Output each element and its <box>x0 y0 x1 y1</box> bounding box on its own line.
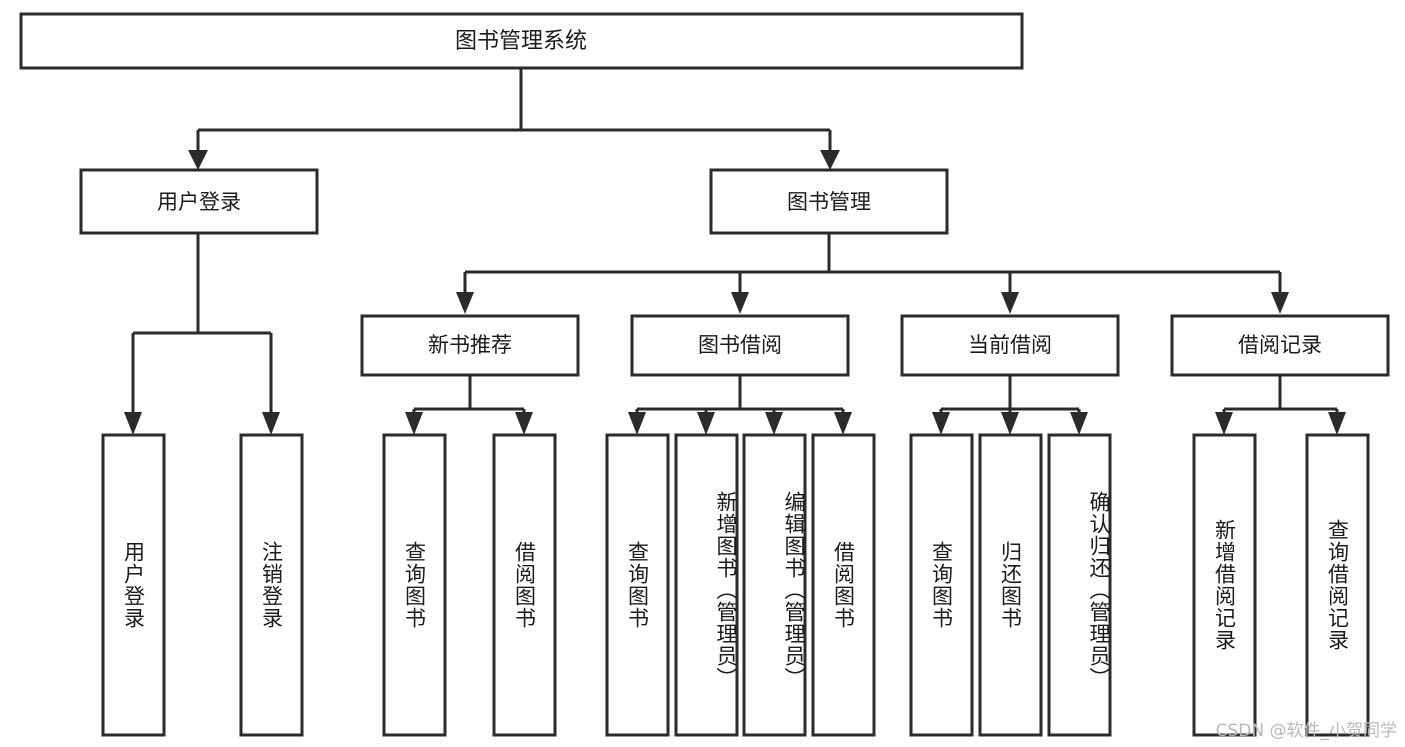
node-leaf-add-record-box[interactable] <box>1192 433 1257 737</box>
node-borrow-record-label: 借阅记录 <box>1238 333 1322 357</box>
node-new-book-recommend-label: 新书推荐 <box>428 333 512 357</box>
arrowhead-leaf-query-book-3 <box>932 412 950 435</box>
arrowhead-leaf-user-login <box>124 412 142 435</box>
node-new-book-recommend[interactable]: 新书推荐 <box>360 314 580 377</box>
node-leaf-confirm-return-box[interactable] <box>1047 433 1112 737</box>
node-borrow-record[interactable]: 借阅记录 <box>1170 314 1390 377</box>
node-leaf-query-book-3-box[interactable] <box>909 433 974 737</box>
arrowhead-leaf-confirm-return <box>1070 412 1088 435</box>
node-root-box[interactable] <box>19 12 1024 70</box>
node-leaf-user-logout-box[interactable] <box>239 433 304 737</box>
node-book-borrow-box[interactable] <box>630 314 850 377</box>
arrowhead-new-book-recommend <box>456 292 474 314</box>
connector-group-book-borrow <box>628 375 852 435</box>
connector-group-new-book-recommend <box>405 375 533 435</box>
arrowhead-leaf-borrow-book-1 <box>515 412 533 435</box>
node-new-book-recommend-box[interactable] <box>360 314 580 377</box>
leaf-boxes-group <box>101 433 1370 737</box>
arrowhead-leaf-user-logout <box>262 412 280 435</box>
node-book-management-box[interactable] <box>709 168 949 235</box>
arrowhead-current-borrow <box>1001 292 1019 314</box>
arrowhead-leaf-query-book-2 <box>628 412 646 435</box>
node-leaf-edit-book-box[interactable] <box>742 433 807 737</box>
node-leaf-add-book-box[interactable] <box>674 433 739 737</box>
arrowhead-leaf-add-book <box>697 412 715 435</box>
connector-group-user-login <box>124 233 280 435</box>
node-leaf-query-book-1-box[interactable] <box>382 433 447 737</box>
node-root[interactable]: 图书管理系统 <box>19 12 1024 70</box>
arrowhead-book-borrow <box>731 292 749 314</box>
arrowhead-leaf-query-record <box>1328 412 1346 435</box>
node-borrow-record-box[interactable] <box>1170 314 1390 377</box>
arrowhead-leaf-query-book-1 <box>405 412 423 435</box>
node-book-borrow[interactable]: 图书借阅 <box>630 314 850 377</box>
node-leaf-user-login-box[interactable] <box>101 433 166 737</box>
arrowhead-leaf-return-book <box>1001 412 1019 435</box>
connector-group-book-management <box>456 233 1289 314</box>
connector-group-root <box>188 68 840 170</box>
connector-group-borrow-record <box>1215 375 1346 435</box>
node-user-login[interactable]: 用户登录 <box>79 168 319 235</box>
node-leaf-query-book-2-box[interactable] <box>605 433 670 737</box>
node-user-login-box[interactable] <box>79 168 319 235</box>
node-book-borrow-label: 图书借阅 <box>698 333 782 357</box>
node-root-label: 图书管理系统 <box>455 29 587 54</box>
node-leaf-borrow-book-1-box[interactable] <box>492 433 557 737</box>
watermark-text: CSDN @软件_小贺同学 <box>1215 721 1397 741</box>
arrowhead-borrow-record <box>1271 292 1289 314</box>
node-book-management-label: 图书管理 <box>787 190 871 214</box>
arrowhead-book-management <box>820 150 840 170</box>
node-current-borrow[interactable]: 当前借阅 <box>900 314 1120 377</box>
node-user-login-label: 用户登录 <box>157 190 241 214</box>
connector-group-current-borrow <box>932 375 1088 435</box>
arrowhead-leaf-add-record <box>1215 412 1233 435</box>
arrowhead-user-login <box>188 150 208 170</box>
node-current-borrow-label: 当前借阅 <box>968 333 1052 357</box>
node-leaf-borrow-book-2-box[interactable] <box>811 433 876 737</box>
node-leaf-query-record-box[interactable] <box>1305 433 1370 737</box>
node-book-management[interactable]: 图书管理 <box>709 168 949 235</box>
node-leaf-return-book-box[interactable] <box>978 433 1043 737</box>
arrowhead-leaf-edit-book <box>765 412 783 435</box>
arrowhead-leaf-borrow-book-2 <box>834 412 852 435</box>
node-current-borrow-box[interactable] <box>900 314 1120 377</box>
